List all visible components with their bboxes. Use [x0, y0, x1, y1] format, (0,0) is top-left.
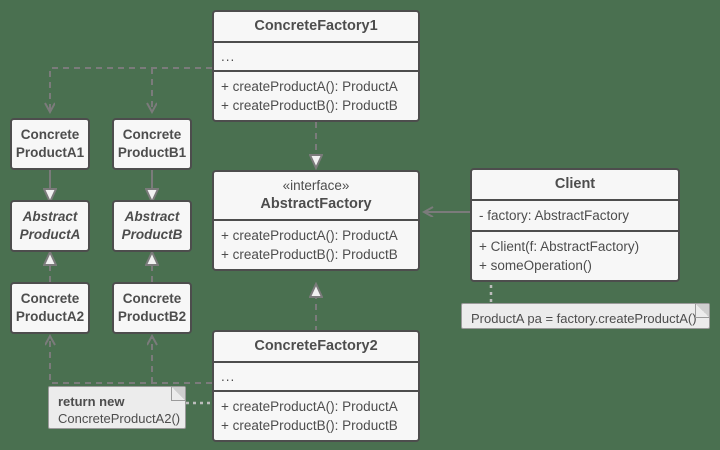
class-concrete-product-a2[interactable]: Concrete ProductA2 [10, 282, 90, 334]
class-name-line2: ProductB [121, 227, 183, 242]
attribute-factory: - factory: AbstractFactory [479, 208, 630, 223]
class-name-line2: ProductA1 [15, 145, 85, 160]
class-client[interactable]: Client - factory: AbstractFactory + Clie… [470, 168, 680, 282]
edge-factory2-creates-products [50, 336, 212, 384]
operations-compartment: + createProductA(): ProductA + createPro… [214, 219, 418, 269]
note-text-line2: ConcreteProductA2() [58, 411, 181, 426]
attributes-compartment: ... [214, 361, 418, 390]
operations-compartment: + createProductA(): ProductA + createPro… [214, 70, 418, 120]
operation-create-product-a: + createProductA(): ProductA [221, 399, 398, 414]
class-header: ConcreteFactory2 [214, 332, 418, 361]
class-name-line2: ProductA2 [15, 309, 85, 324]
class-name-line2: ProductB2 [117, 309, 187, 324]
class-name-line2: ProductB1 [117, 145, 187, 160]
class-concrete-product-b2[interactable]: Concrete ProductB2 [112, 282, 192, 334]
class-concrete-product-a1[interactable]: Concrete ProductA1 [10, 118, 90, 170]
operations-compartment: + createProductA(): ProductA + createPro… [214, 390, 418, 440]
note-fold-icon [695, 304, 709, 318]
operation-create-product-a: + createProductA(): ProductA [221, 228, 398, 243]
edge-factory1-creates-products [50, 67, 212, 112]
operation-some-operation: + someOperation() [479, 258, 592, 273]
class-header: «interface» AbstractFactory [214, 172, 418, 219]
class-abstract-product-b[interactable]: Abstract ProductB [112, 200, 192, 252]
class-name: ConcreteFactory2 [254, 338, 378, 354]
class-abstract-factory[interactable]: «interface» AbstractFactory + createProd… [212, 170, 420, 271]
class-name-line2: ProductA [19, 227, 81, 242]
attributes-placeholder: ... [221, 49, 236, 64]
class-header: Client [472, 170, 678, 199]
operation-create-product-b: + createProductB(): ProductB [221, 98, 398, 113]
note-factory2-implementation[interactable]: return new ConcreteProductA2() [48, 386, 186, 429]
class-name-line1: Abstract [22, 209, 78, 224]
class-concrete-product-b1[interactable]: Concrete ProductB1 [112, 118, 192, 170]
operation-create-product-b: + createProductB(): ProductB [221, 247, 398, 262]
class-concrete-factory2[interactable]: ConcreteFactory2 ... + createProductA():… [212, 330, 420, 442]
class-name-line1: Concrete [122, 127, 182, 142]
class-name-line1: Concrete [20, 291, 80, 306]
note-text: ProductA pa = factory.createProductA() [471, 311, 697, 326]
note-client-usage[interactable]: ProductA pa = factory.createProductA() [461, 303, 710, 329]
class-name: ConcreteFactory1 [254, 18, 378, 34]
operations-compartment: + Client(f: AbstractFactory) + someOpera… [472, 230, 678, 280]
class-concrete-factory1[interactable]: ConcreteFactory1 ... + createProductA():… [212, 10, 420, 122]
class-stereotype: «interface» [282, 178, 350, 193]
note-text-line1: return new [58, 394, 125, 409]
class-header: ConcreteFactory1 [214, 12, 418, 41]
operation-create-product-b: + createProductB(): ProductB [221, 418, 398, 433]
operation-client-constructor: + Client(f: AbstractFactory) [479, 239, 640, 254]
class-name-line1: Abstract [124, 209, 180, 224]
note-fold-icon [171, 387, 185, 401]
attributes-compartment: - factory: AbstractFactory [472, 199, 678, 230]
attributes-compartment: ... [214, 41, 418, 70]
attributes-placeholder: ... [221, 369, 236, 384]
operation-create-product-a: + createProductA(): ProductA [221, 79, 398, 94]
class-name: AbstractFactory [260, 196, 372, 212]
class-name-line1: Concrete [20, 127, 80, 142]
class-name-line1: Concrete [122, 291, 182, 306]
class-name: Client [554, 176, 596, 192]
class-abstract-product-a[interactable]: Abstract ProductA [10, 200, 90, 252]
